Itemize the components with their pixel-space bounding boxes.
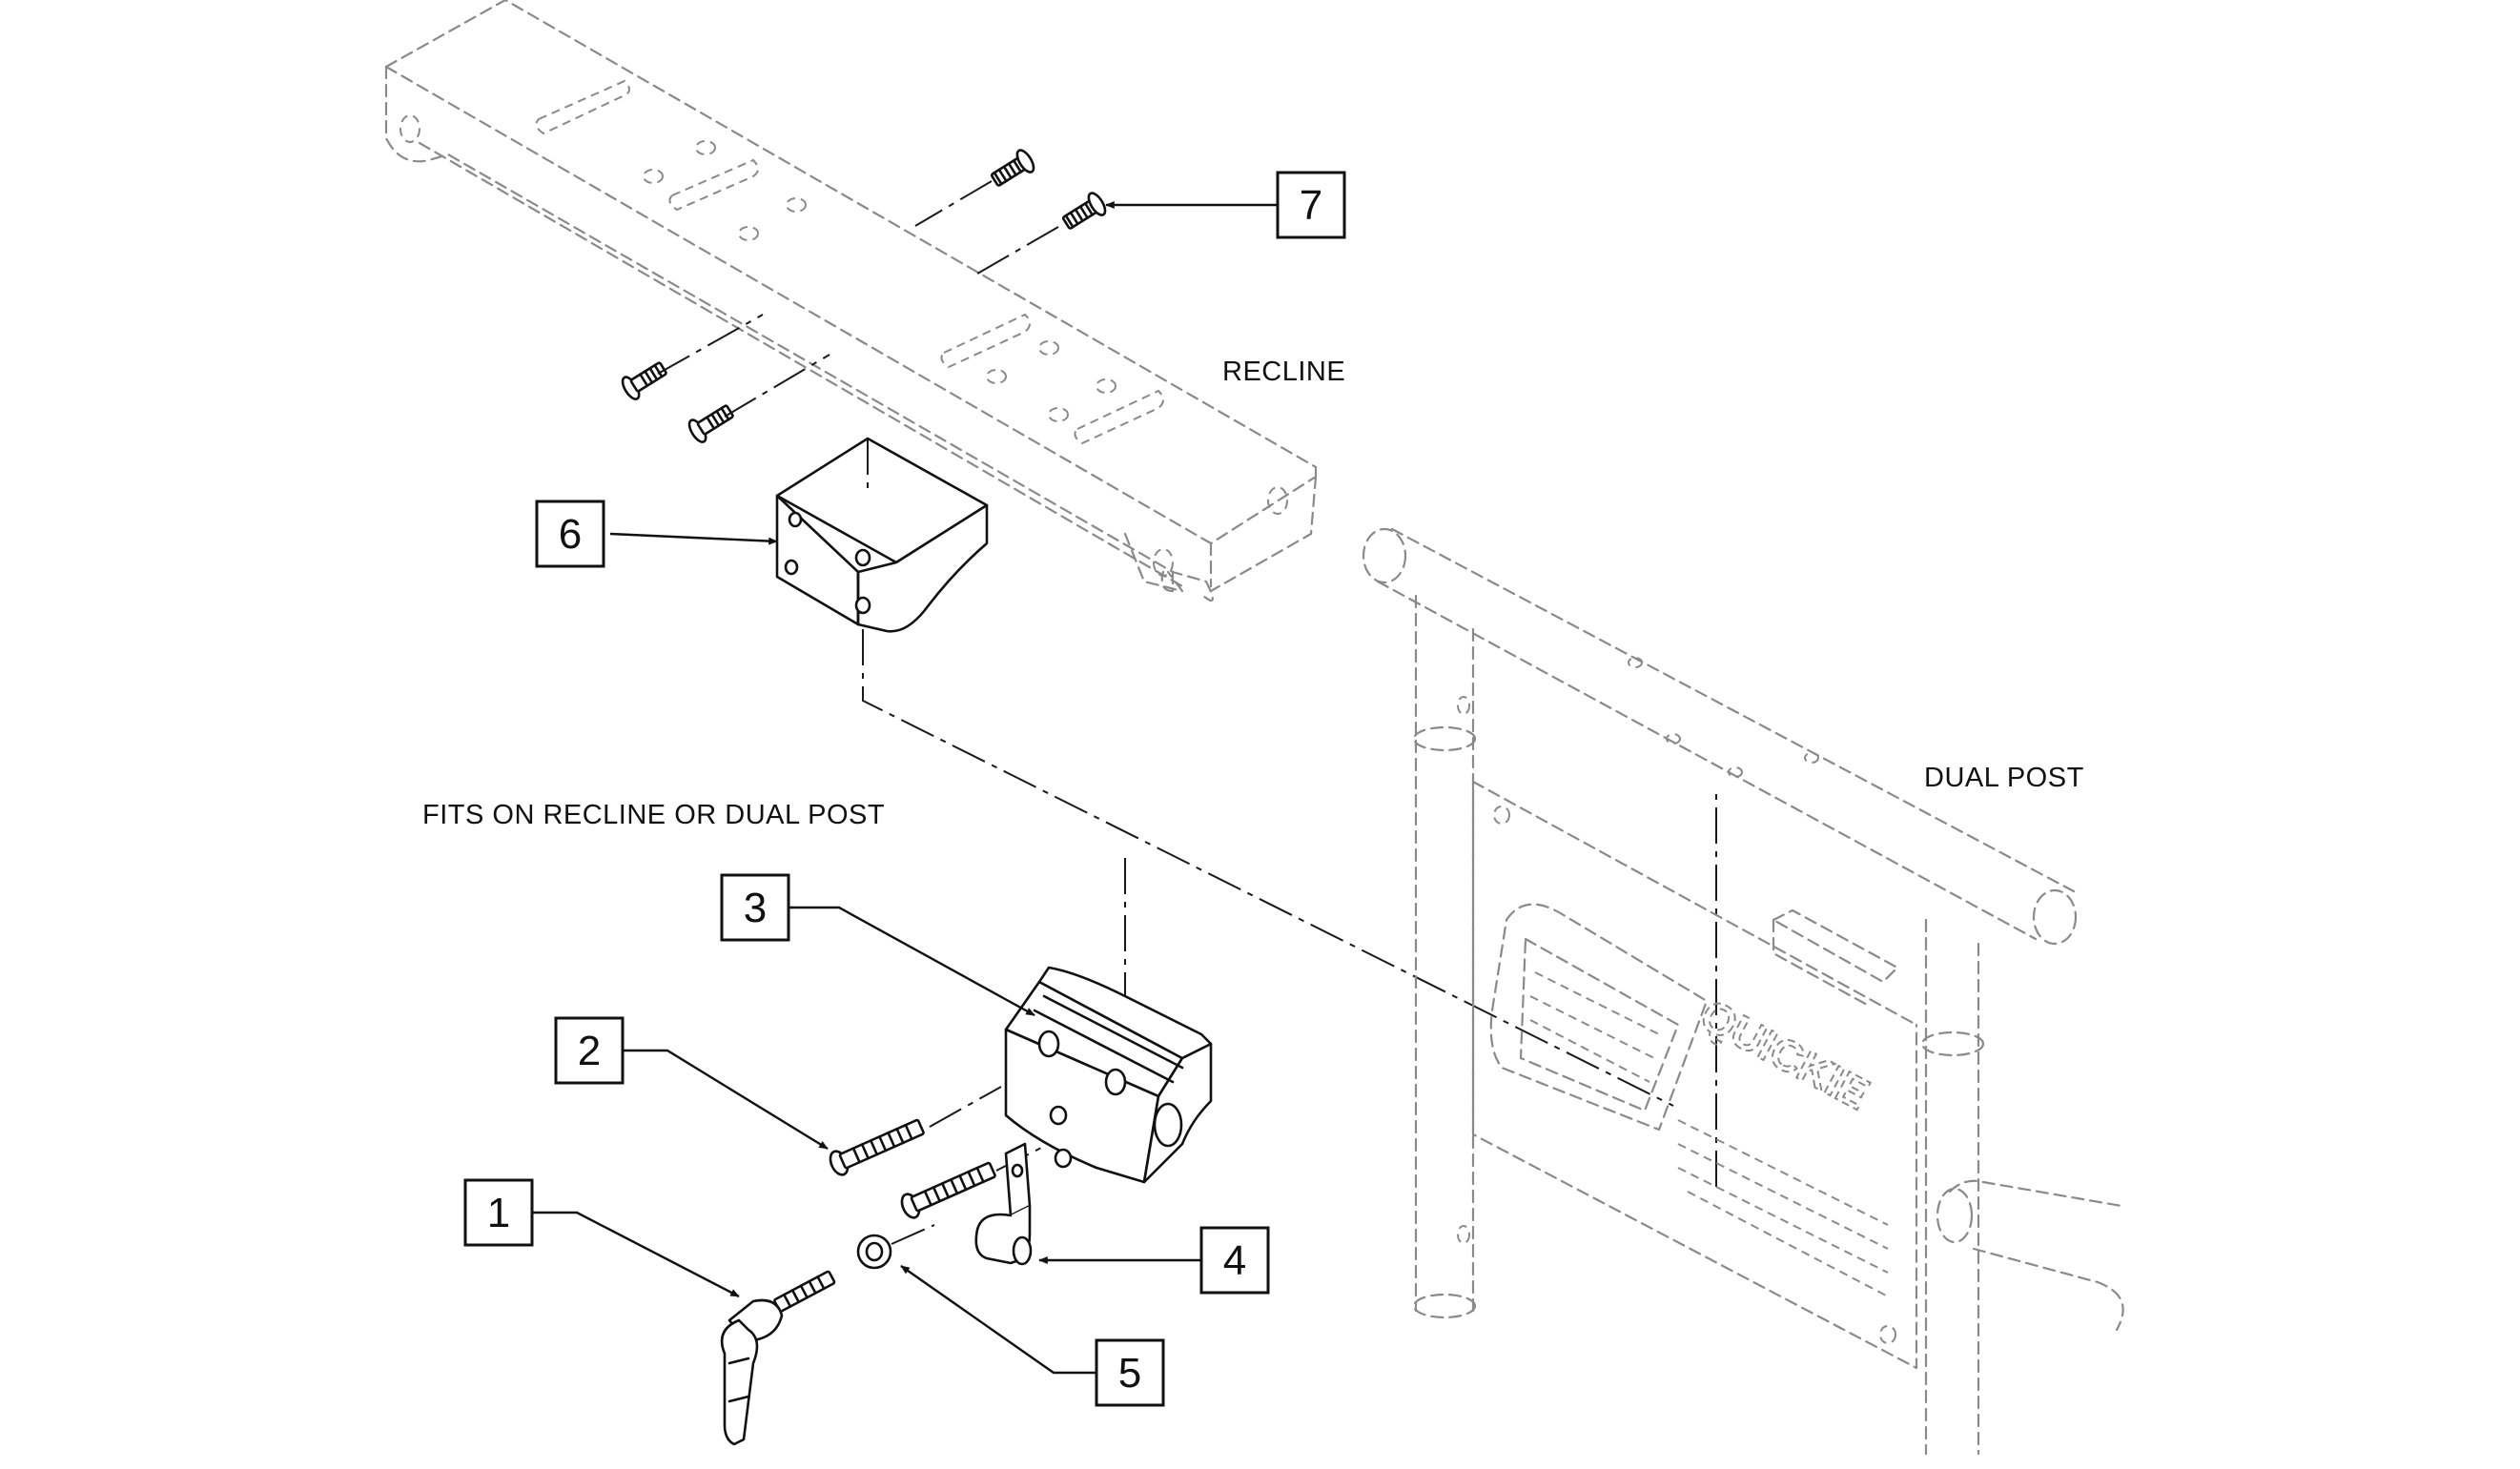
callout-2: 2 [554, 1016, 625, 1085]
svg-text:7: 7 [1300, 182, 1322, 229]
svg-text:1: 1 [487, 1190, 510, 1236]
screw [1061, 192, 1107, 230]
svg-text:6: 6 [559, 511, 582, 558]
long-screw [900, 1161, 996, 1219]
fits-note-label: FITS ON RECLINE OR DUAL POST [422, 800, 885, 830]
part-5-washer [856, 1224, 935, 1270]
part-1-handle [720, 1270, 836, 1446]
svg-text:4: 4 [1223, 1237, 1246, 1284]
screw [687, 404, 734, 443]
callout-3: 3 [720, 873, 790, 942]
quickie-logo: QUICKIE [1692, 990, 1877, 1119]
part-7-screws [621, 149, 1107, 443]
svg-text:5: 5 [1118, 1350, 1141, 1397]
recline-label: RECLINE [1222, 357, 1345, 387]
callout-leaders [532, 201, 1278, 1375]
callout-1: 1 [463, 1178, 534, 1247]
recline-bar-slots [535, 79, 1164, 445]
long-screw [829, 1118, 925, 1176]
part-4-clip [974, 1142, 1033, 1266]
part-6-spacer-block [775, 437, 989, 633]
screw [990, 149, 1035, 187]
callout-6: 6 [535, 500, 605, 568]
dual-post-frame: QUICKIE [1362, 527, 2124, 1456]
callout-7: 7 [1276, 171, 1346, 239]
callout-5: 5 [1095, 1338, 1165, 1407]
alignment-centerline [862, 629, 1674, 1107]
recline-bar-holes [643, 140, 1117, 422]
recline-back-bar [384, 0, 1318, 602]
callout-4: 4 [1199, 1226, 1270, 1295]
screw [621, 361, 667, 400]
part-3-clamp-body [1004, 966, 1213, 1184]
svg-text:3: 3 [744, 885, 767, 931]
part-2-screws [829, 1086, 1050, 1219]
dual-post-label: DUAL POST [1924, 763, 2084, 793]
svg-text:2: 2 [578, 1028, 601, 1074]
